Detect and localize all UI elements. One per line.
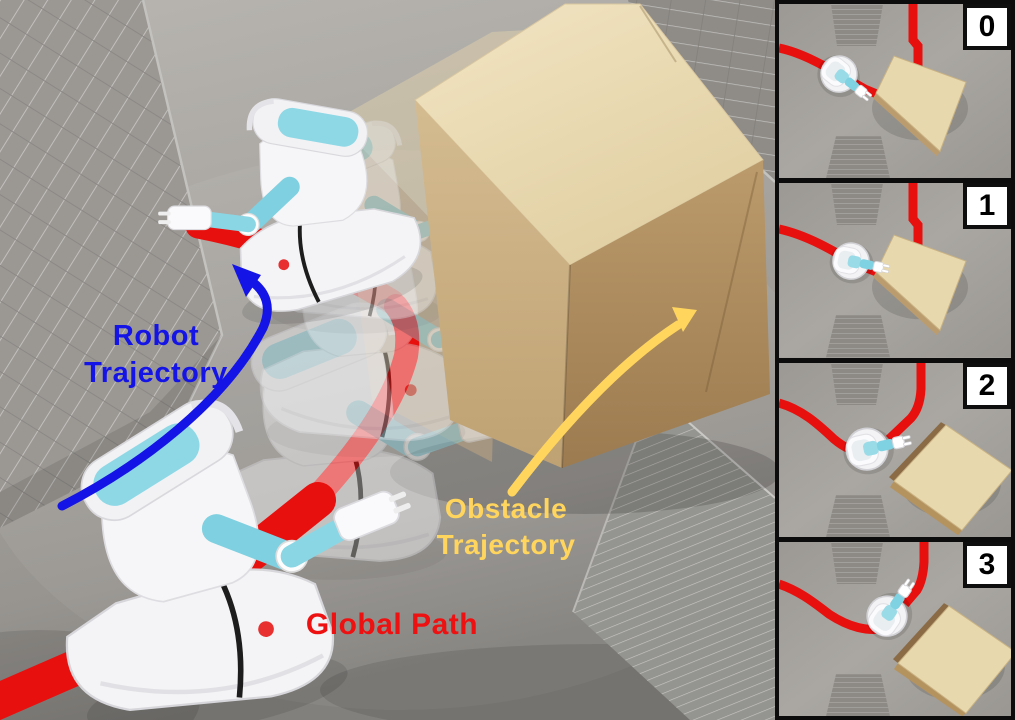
timeline-panel-3: 3 (779, 541, 1011, 716)
panel0-top-pillar (831, 4, 883, 47)
robot-trajectory-arrow (57, 264, 272, 511)
panel2-top-pillar (831, 362, 883, 405)
obstacle-box (414, 3, 770, 469)
timeline-strip: 0 1 (775, 0, 1015, 720)
panel1-number-badge: 1 (963, 183, 1011, 230)
panel0-box (873, 55, 967, 157)
panel1-top-pillar (831, 183, 883, 226)
timeline-panel-1: 1 (779, 183, 1011, 358)
panel0-bottom-pillar (826, 136, 890, 179)
panel2-box (889, 421, 1011, 535)
global-path-label: Global Path (305, 608, 479, 641)
panel3-box (893, 602, 1011, 716)
obstacle-trajectory-label: Obstacle Trajectory (436, 493, 576, 560)
timeline-panel-2: 2 (779, 362, 1011, 537)
panel2-number-badge: 2 (963, 362, 1011, 409)
panel3-bottom-pillar (826, 673, 890, 716)
main-scene: Robot Trajectory Obstacle Trajectory Glo… (0, 0, 775, 720)
panel3-top-pillar (831, 541, 883, 584)
panel2-bottom-pillar (826, 494, 890, 537)
panel3-number-badge: 3 (963, 541, 1011, 588)
panel1-box (873, 234, 967, 336)
panel1-bottom-pillar (826, 315, 890, 358)
main-scene-render (0, 0, 775, 720)
panel0-number-badge: 0 (963, 4, 1011, 50)
obstacle-trajectory-arrow (507, 307, 697, 497)
timeline-panel-0: 0 (779, 4, 1011, 179)
robot-trajectory-label: Robot Trajectory (84, 320, 228, 390)
